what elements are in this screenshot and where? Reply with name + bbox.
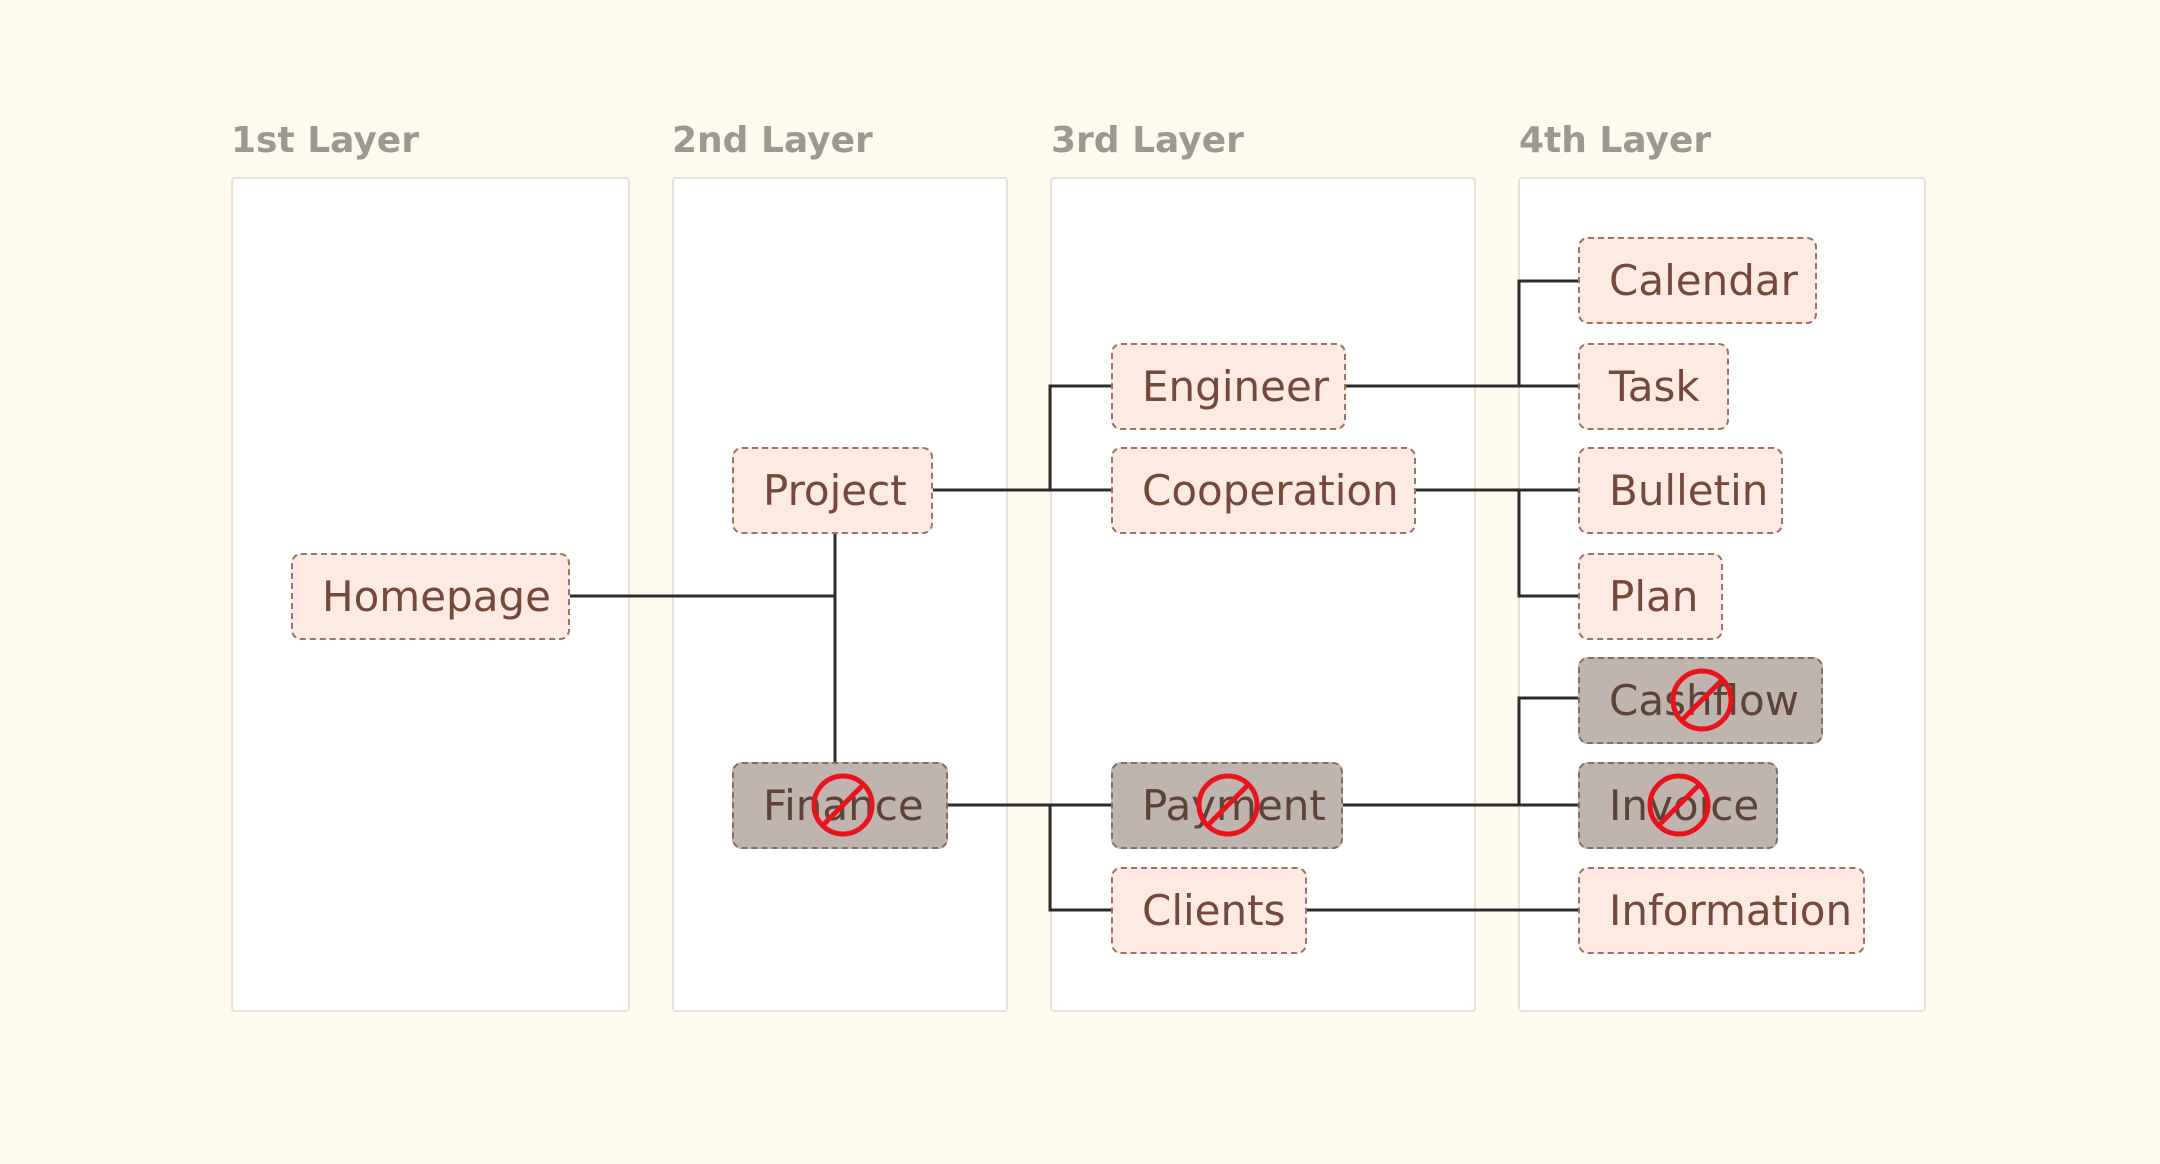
- node-label: Cooperation: [1142, 466, 1399, 515]
- layer-title-1: 1st Layer: [231, 120, 419, 161]
- node-label: Clients: [1142, 886, 1286, 935]
- node-cashflow[interactable]: Cashflow: [1578, 657, 1823, 744]
- node-clients[interactable]: Clients: [1111, 867, 1307, 954]
- block-icon: [1196, 773, 1260, 837]
- connector-engineer-to-children: [1344, 279, 1580, 388]
- node-task[interactable]: Task: [1578, 343, 1729, 430]
- node-label: Bulletin: [1609, 466, 1769, 515]
- node-finance[interactable]: Finance: [732, 762, 948, 849]
- block-icon: [1670, 668, 1734, 732]
- layer-title-4: 4th Layer: [1519, 120, 1712, 161]
- node-homepage[interactable]: Homepage: [291, 553, 570, 640]
- node-label: Calendar: [1609, 256, 1798, 305]
- block-icon: [1647, 773, 1711, 837]
- node-cooperation[interactable]: Cooperation: [1111, 447, 1416, 534]
- connector-cooperation-to-children: [1414, 488, 1580, 598]
- node-bulletin[interactable]: Bulletin: [1578, 447, 1783, 534]
- node-label: Engineer: [1142, 362, 1330, 411]
- node-invoice[interactable]: Invoice: [1578, 762, 1778, 849]
- node-calendar[interactable]: Calendar: [1578, 237, 1817, 324]
- node-plan[interactable]: Plan: [1578, 553, 1723, 640]
- node-payment[interactable]: Payment: [1111, 762, 1343, 849]
- layer-title-3: 3rd Layer: [1051, 120, 1244, 161]
- connector-payment-to-children: [1341, 696, 1580, 807]
- node-engineer[interactable]: Engineer: [1111, 343, 1346, 430]
- layer-title-2: 2nd Layer: [672, 120, 873, 161]
- connector-project-to-children: [931, 384, 1113, 492]
- node-label: Task: [1609, 362, 1700, 411]
- node-label: Homepage: [322, 572, 551, 621]
- node-label: Invoice: [1609, 781, 1760, 830]
- node-information[interactable]: Information: [1578, 867, 1865, 954]
- block-icon: [811, 773, 875, 837]
- node-project[interactable]: Project: [732, 447, 933, 534]
- node-label: Plan: [1609, 572, 1699, 621]
- node-label: Payment: [1142, 781, 1326, 830]
- node-label: Information: [1609, 886, 1853, 935]
- connector-homepage-to-project-finance: [568, 532, 837, 767]
- node-label: Project: [763, 466, 907, 515]
- connector-finance-to-children: [946, 803, 1113, 912]
